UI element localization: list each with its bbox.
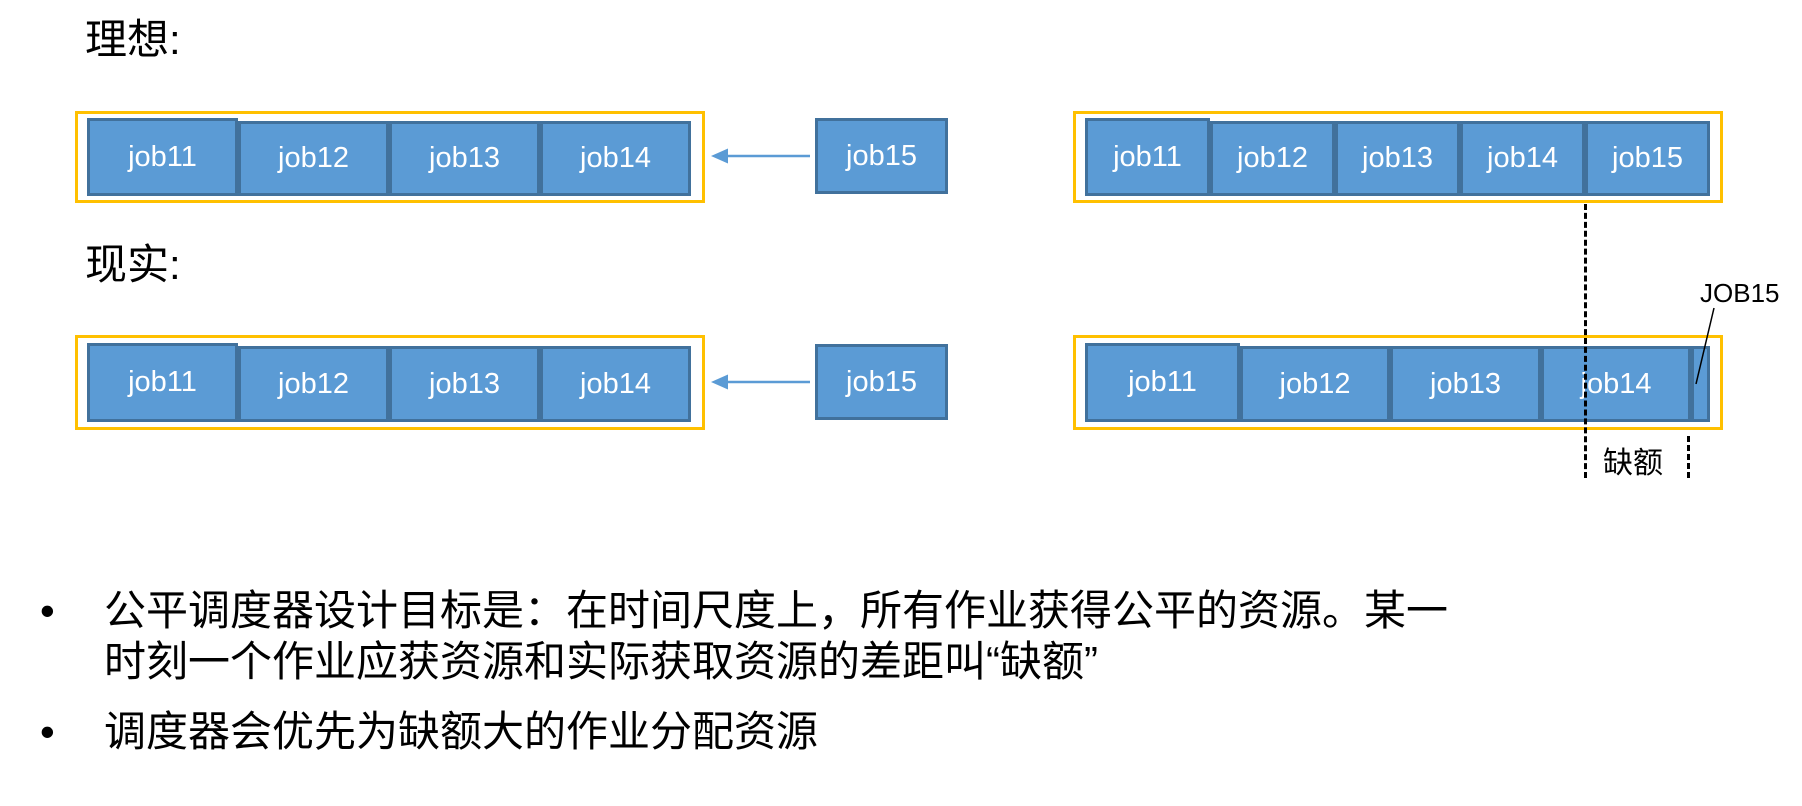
job-box: job11 [1085,118,1210,196]
reality-left-pool: job11 job12 job13 job14 [75,335,705,430]
bullet-line: 公平调度器设计目标是：在时间尺度上，所有作业获得公平的资源。某一 [104,587,1449,634]
job-box: job13 [1335,121,1460,196]
reality-right-pool: job11 job12 job13 job14 [1073,335,1723,430]
pending-job-box: job15 [815,344,948,420]
job-box: job12 [1240,346,1390,422]
job-row: job11 job12 job13 job14 [1085,343,1710,422]
job-box: job15 [1585,121,1710,196]
left-arrow-icon [711,374,810,390]
job-box: job13 [1390,346,1541,422]
job-row: job11 job12 job13 job14 [87,343,691,422]
ideal-right-pool: job11 job12 job13 job14 job15 [1073,111,1723,203]
job15-sliver [1691,346,1710,422]
job-box: job12 [238,121,389,196]
bullet-item: • 公平调度器设计目标是：在时间尺度上，所有作业获得公平的资源。某一 时刻一个作… [40,585,1560,687]
bullet-text: 调度器会优先为缺额大的作业分配资源 [104,706,818,757]
job15-callout-label: JOB15 [1700,278,1780,308]
job-box: job14 [540,346,691,422]
job-box: job12 [238,346,389,422]
bullet-list: • 公平调度器设计目标是：在时间尺度上，所有作业获得公平的资源。某一 时刻一个作… [40,585,1560,757]
bullet-line: 时刻一个作业应获资源和实际获取资源的差距叫“缺额” [104,638,1098,685]
job-box: job14 [540,121,691,196]
bullet-marker: • [40,587,55,634]
job-box: job11 [87,343,238,422]
deficit-dashed-line-left [1584,204,1587,478]
job-box: job11 [1085,343,1240,422]
job-box: job12 [1210,121,1335,196]
ideal-section-label: 理想: [85,16,181,63]
reality-section-label: 现实: [85,241,181,288]
job-box: job14 [1541,346,1691,422]
job-row: job11 job12 job13 job14 [87,118,691,196]
bullet-item: • 调度器会优先为缺额大的作业分配资源 [40,706,1560,757]
bullet-marker: • [40,708,55,755]
job15-callout-line [1695,307,1715,385]
job-box: job14 [1460,121,1585,196]
ideal-left-pool: job11 job12 job13 job14 [75,111,705,203]
deficit-dashed-line-right [1687,436,1690,478]
job-box: job11 [87,118,238,196]
deficit-label: 缺额 [1603,447,1663,480]
job-row: job11 job12 job13 job14 job15 [1085,118,1710,196]
bullet-text: 公平调度器设计目标是：在时间尺度上，所有作业获得公平的资源。某一 时刻一个作业应… [104,585,1448,687]
left-arrow-icon [711,148,810,164]
pending-job-box: job15 [815,118,948,194]
job-box: job13 [389,346,540,422]
bullet-line: 调度器会优先为缺额大的作业分配资源 [104,708,819,755]
job-box: job13 [389,121,540,196]
